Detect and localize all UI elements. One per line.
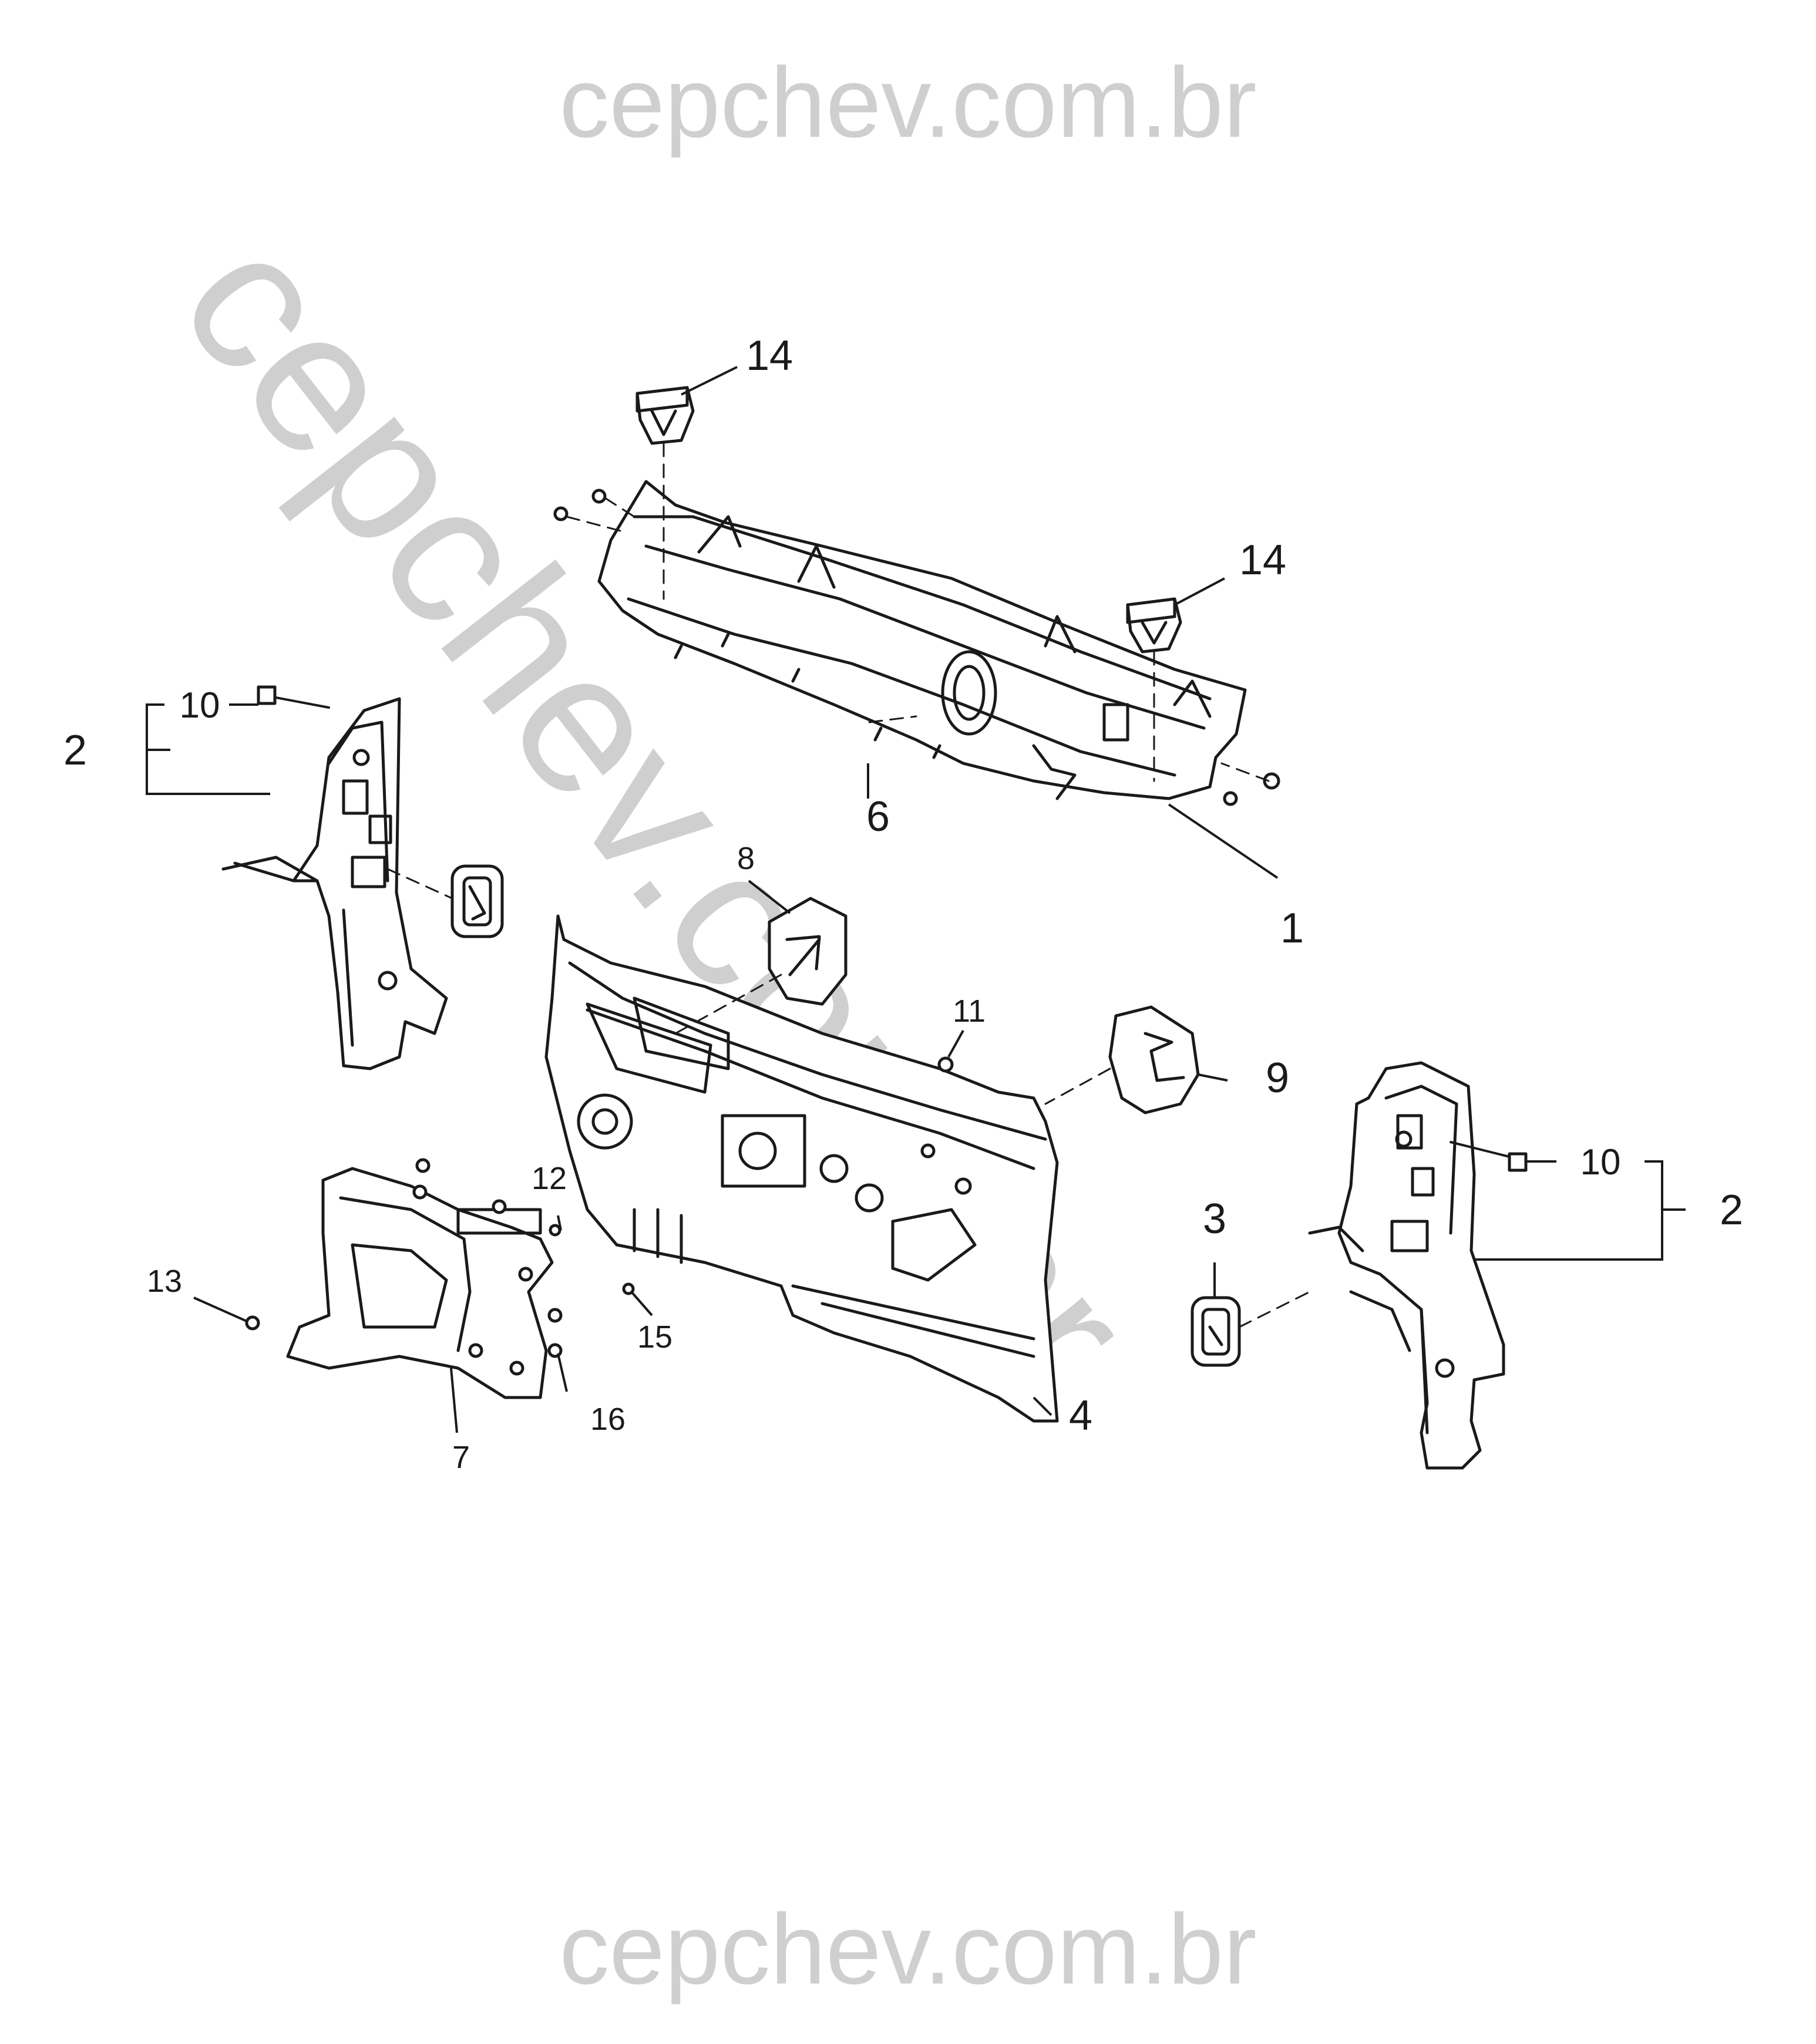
assembly-line-grommet-left bbox=[386, 868, 453, 900]
part-dash-panel bbox=[544, 914, 1059, 1423]
watermark-top: cepchev.com.br bbox=[559, 47, 1257, 159]
part-pad-9 bbox=[1108, 1005, 1200, 1114]
part-grommet-3 bbox=[1191, 1296, 1241, 1367]
assembly-line-pad-9 bbox=[1044, 1068, 1111, 1105]
part-bracket-14-top bbox=[635, 386, 695, 445]
cowl-assembly-lines bbox=[566, 497, 1270, 782]
callout-14-right: 14 bbox=[1239, 537, 1286, 584]
assembly-line-grommet-3 bbox=[1238, 1291, 1311, 1328]
leader-lines bbox=[146, 366, 1686, 1433]
part-cowl-panel bbox=[597, 480, 1247, 800]
part-clip-10-left bbox=[257, 685, 277, 705]
watermark-bottom: cepchev.com.br bbox=[559, 1894, 1257, 2005]
callout-1: 1 bbox=[1280, 905, 1304, 952]
part-side-panel-right bbox=[1308, 1061, 1505, 1470]
callout-8: 8 bbox=[737, 841, 755, 876]
callout-10-right: 10 bbox=[1580, 1142, 1621, 1183]
callout-16: 16 bbox=[590, 1402, 625, 1437]
callout-14-top: 14 bbox=[746, 332, 793, 379]
part-clip-10-right bbox=[1508, 1152, 1528, 1172]
callout-7: 7 bbox=[452, 1440, 470, 1475]
part-grommet-left bbox=[450, 864, 504, 938]
callout-13: 13 bbox=[147, 1264, 182, 1299]
callout-12: 12 bbox=[532, 1161, 567, 1196]
callout-2-left: 2 bbox=[63, 727, 87, 774]
callout-3: 3 bbox=[1203, 1196, 1226, 1242]
callout-2-right: 2 bbox=[1720, 1187, 1743, 1234]
part-lower-panel-7 bbox=[286, 1167, 554, 1399]
cowl-fasteners bbox=[553, 489, 1280, 806]
leader-10-right-part bbox=[1450, 1141, 1511, 1158]
callout-11: 11 bbox=[953, 994, 986, 1029]
callout-4: 4 bbox=[1069, 1392, 1092, 1439]
callout-15: 15 bbox=[637, 1319, 672, 1355]
part-bracket-14-right bbox=[1126, 597, 1182, 654]
callout-6: 6 bbox=[866, 793, 890, 840]
part-pad-8 bbox=[768, 897, 848, 1006]
part-fastener-11 bbox=[937, 1056, 954, 1073]
callout-9: 9 bbox=[1266, 1055, 1289, 1102]
part-side-panel-left bbox=[221, 697, 448, 1070]
leader-10-left-part bbox=[275, 696, 330, 709]
callout-10-left: 10 bbox=[180, 685, 220, 726]
